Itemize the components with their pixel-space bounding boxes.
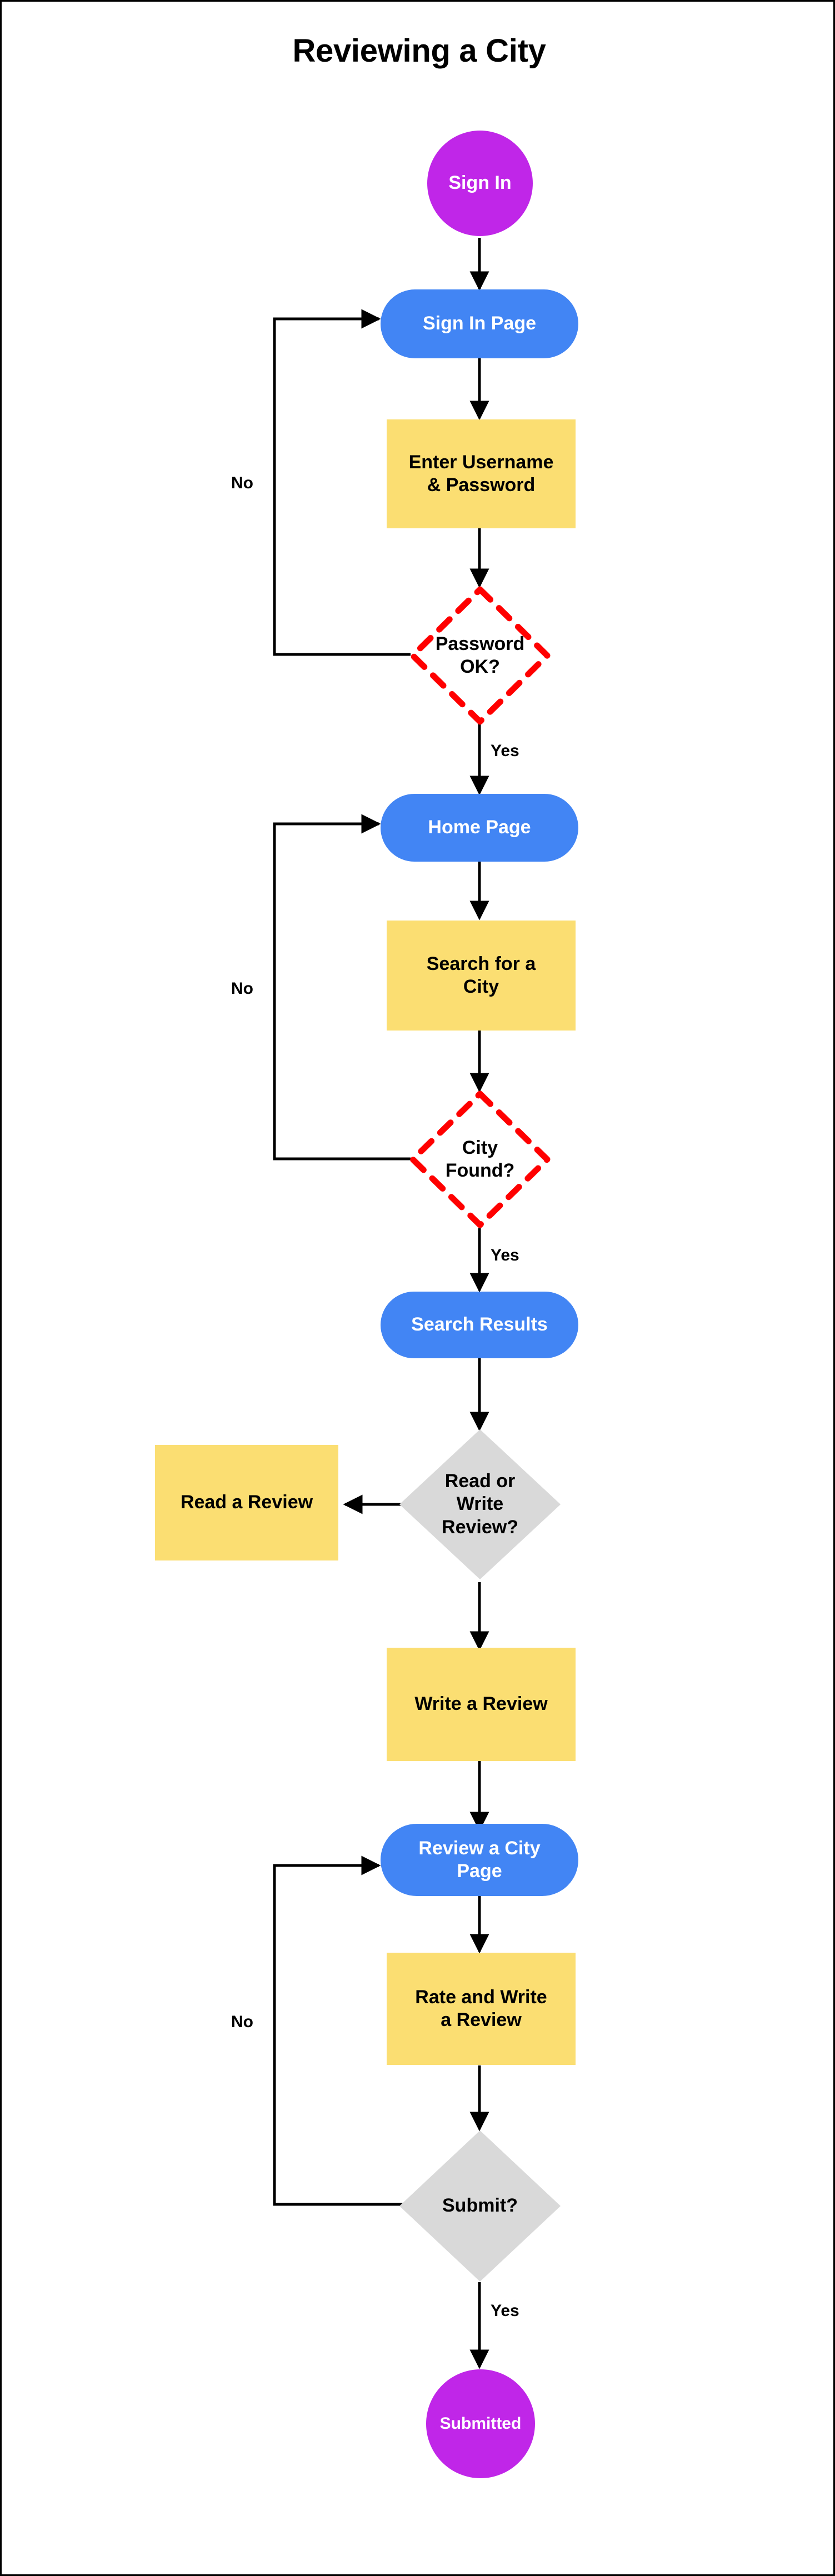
node-label: Sign In	[448, 172, 512, 194]
node-label-line-1: Search for a	[426, 953, 536, 974]
page-title: Reviewing a City	[292, 33, 546, 69]
node-rate-and-write-a-review[interactable]: Rate and Write a Review	[387, 1953, 576, 2065]
node-review-a-city-page[interactable]: Review a City Page	[381, 1824, 578, 1896]
edge-label-submit-yes: Yes	[491, 2302, 519, 2320]
node-label: Search Results	[411, 1314, 548, 1335]
node-submit-decision[interactable]: Submit?	[399, 2130, 561, 2282]
node-label: Write a Review	[414, 1693, 548, 1715]
node-label-line-1: Review a City	[418, 1837, 541, 1859]
node-label-line-3: Review?	[442, 1516, 518, 1538]
node-write-a-review[interactable]: Write a Review	[387, 1648, 576, 1761]
node-search-results[interactable]: Search Results	[381, 1292, 578, 1358]
node-label-line-2: Found?	[445, 1160, 515, 1181]
node-start-sign-in[interactable]: Sign In	[427, 131, 533, 236]
node-label: Submit?	[442, 2195, 518, 2217]
solid-diamond-shape	[399, 1429, 561, 1579]
node-label: Home Page	[428, 817, 531, 838]
node-label: Submitted	[439, 2414, 522, 2433]
node-home-page[interactable]: Home Page	[381, 794, 578, 862]
node-label-line-1: Password	[435, 633, 525, 654]
node-search-for-a-city[interactable]: Search for a City	[387, 921, 576, 1031]
node-label-line-2: Page	[457, 1860, 502, 1882]
node-label-line-2: a Review	[441, 2009, 522, 2030]
edge-label-password-yes: Yes	[491, 742, 519, 760]
node-sign-in-page[interactable]: Sign In Page	[381, 289, 578, 358]
node-end-submitted[interactable]: Submitted	[426, 2369, 535, 2478]
node-label-line-1: Rate and Write	[415, 1986, 547, 2008]
edge-label-password-no: No	[231, 474, 253, 492]
edge-label-city-yes: Yes	[491, 1246, 519, 1264]
node-label: Read a Review	[180, 1492, 313, 1513]
edge-label-submit-no: No	[231, 2013, 253, 2031]
node-label-line-2: & Password	[427, 474, 536, 496]
node-read-a-review[interactable]: Read a Review	[155, 1445, 338, 1560]
node-label-line-2: Write	[456, 1493, 504, 1515]
node-label-line-2: City	[463, 976, 499, 997]
node-enter-username-password[interactable]: Enter Username & Password	[387, 419, 576, 528]
node-label-line-1: City	[462, 1137, 498, 1158]
node-label-line-1: Read or	[444, 1470, 516, 1492]
node-label: Sign In Page	[422, 313, 537, 334]
dashed-diamond-shape	[409, 586, 551, 725]
edge-label-city-no: No	[231, 979, 253, 998]
node-read-or-write-decision[interactable]: Read or Write Review?	[399, 1429, 561, 1579]
node-city-found-decision[interactable]: City Found?	[407, 1088, 553, 1231]
node-label-line-1: Enter Username	[408, 451, 554, 473]
dashed-diamond-shape	[409, 1091, 551, 1228]
node-password-ok-decision[interactable]: Password OK?	[407, 584, 553, 727]
node-label-line-2: OK?	[460, 656, 500, 677]
